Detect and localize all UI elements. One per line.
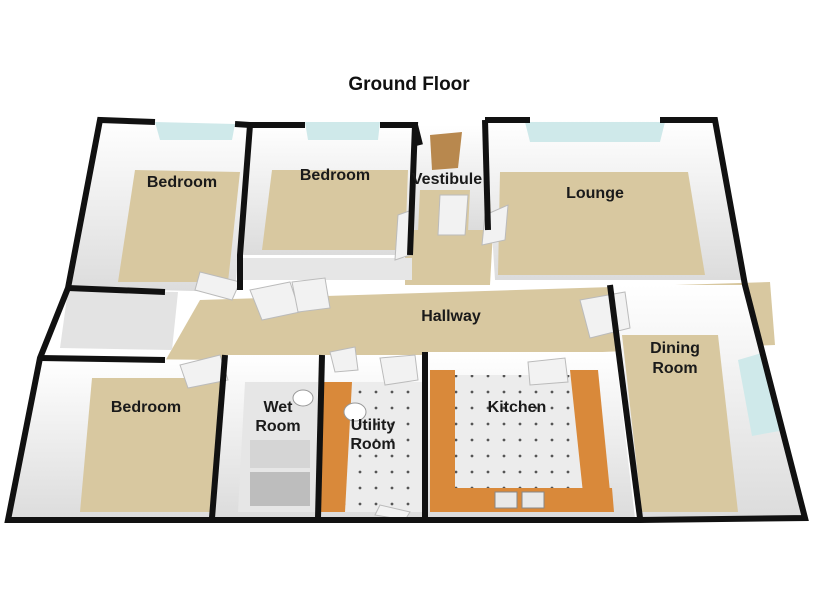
room-label-wet-line2: Room: [255, 418, 300, 435]
room-label-vestibule: Vestibule: [412, 171, 482, 188]
room-label-dining-line1: Dining: [650, 340, 700, 357]
bedroom-top-left-room: [68, 120, 250, 292]
kitchen-room: [425, 352, 635, 518]
room-label-utility-line1: Utility: [351, 417, 396, 434]
utility-room-room: [318, 355, 425, 518]
room-label-lounge: Lounge: [566, 185, 624, 202]
room-label-utility-line2: Room: [350, 436, 395, 453]
room-label-kitchen: Kitchen: [488, 399, 547, 416]
walls: [4, 116, 809, 523]
dining-room-room: [610, 285, 805, 518]
wet-room-room: [212, 355, 322, 518]
room-label-bedroom-bottom-left: Bedroom: [111, 399, 181, 416]
bedroom-bottom-left-room: [8, 290, 222, 520]
lounge-room: [485, 120, 745, 280]
room-label-bedroom-top-left: Bedroom: [147, 174, 217, 191]
floor-title: Ground Floor: [348, 74, 470, 95]
room-label-hallway: Hallway: [421, 308, 481, 325]
room-label-wet-line1: Wet: [263, 399, 293, 416]
room-label-bedroom-top-middle: Bedroom: [300, 167, 370, 184]
bedroom-top-middle-room: [240, 122, 415, 280]
room-label-dining-line2: Room: [652, 360, 697, 377]
